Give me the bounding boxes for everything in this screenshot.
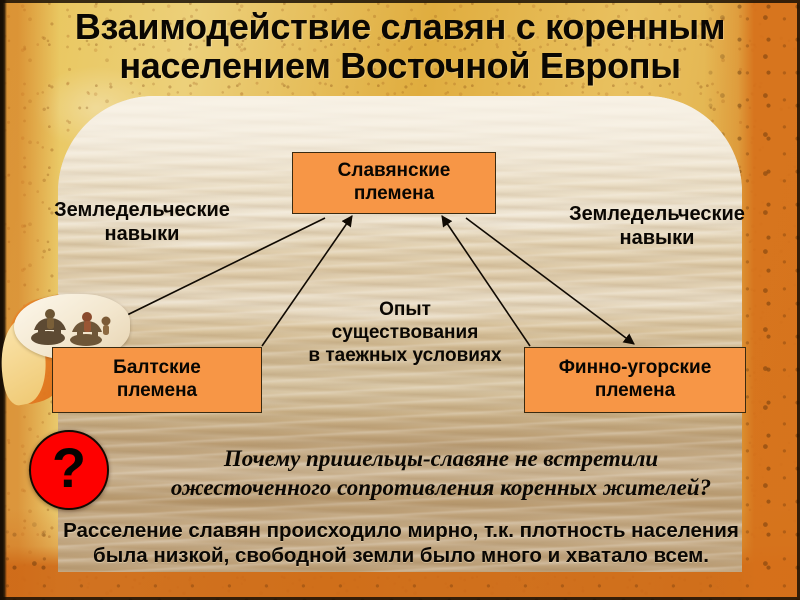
discussion-question: Почему пришельцы-славяне не встретили ож… [118, 444, 764, 503]
slide-title-line-1: Взаимодействие славян с коренным [74, 6, 726, 47]
label-center-line-1: Опыт [379, 299, 431, 320]
answer-text: Расселение славян происходило мирно, т.к… [16, 518, 786, 569]
diagram-box-baltic-tribes[interactable]: Балтские племена [52, 347, 262, 413]
box-baltic-line-2: племена [116, 380, 198, 401]
question-line-2: ожесточенного сопротивления коренных жит… [170, 475, 712, 501]
label-left-line-1: Земледельческие [54, 199, 230, 221]
diagram-box-finno-ugric-tribes[interactable]: Финно-угорские племена [524, 347, 746, 413]
box-finno-ugric-line-2: племена [594, 380, 676, 401]
question-line-1: Почему пришельцы-славяне не встретили [223, 446, 659, 471]
label-center-line-3: в таежных условиях [308, 345, 502, 367]
frame-left-dark-edge [0, 0, 7, 600]
question-mark-badge: ? [29, 430, 109, 510]
answer-line-2: была низкой, свободной земли было много … [93, 544, 709, 568]
box-slavic-line-2: племена [353, 183, 435, 204]
slide-title: Взаимодействие славян с коренным населен… [18, 6, 782, 86]
answer-line-1: Расселение славян происходило мирно, т.к… [63, 519, 739, 542]
label-agricultural-skills-right: Земледельческие навыки [532, 202, 782, 250]
box-baltic-line-1: Балтские [113, 357, 201, 379]
box-slavic-line-1: Славянские [337, 160, 451, 182]
label-taiga-survival-experience: Опыт существования в таежных условиях [282, 298, 528, 368]
label-center-line-2: существования [331, 322, 479, 344]
question-mark-icon: ? [51, 436, 87, 499]
label-left-line-2: навыки [104, 223, 180, 245]
label-right-line-1: Земледельческие [569, 203, 745, 225]
label-right-line-2: навыки [619, 227, 695, 249]
box-finno-ugric-line-1: Финно-угорские [558, 357, 712, 379]
label-agricultural-skills-left: Земледельческие навыки [22, 198, 262, 246]
slide-title-line-2: населением Восточной Европы [119, 44, 681, 86]
diagram-box-slavic-tribes[interactable]: Славянские племена [292, 152, 496, 214]
